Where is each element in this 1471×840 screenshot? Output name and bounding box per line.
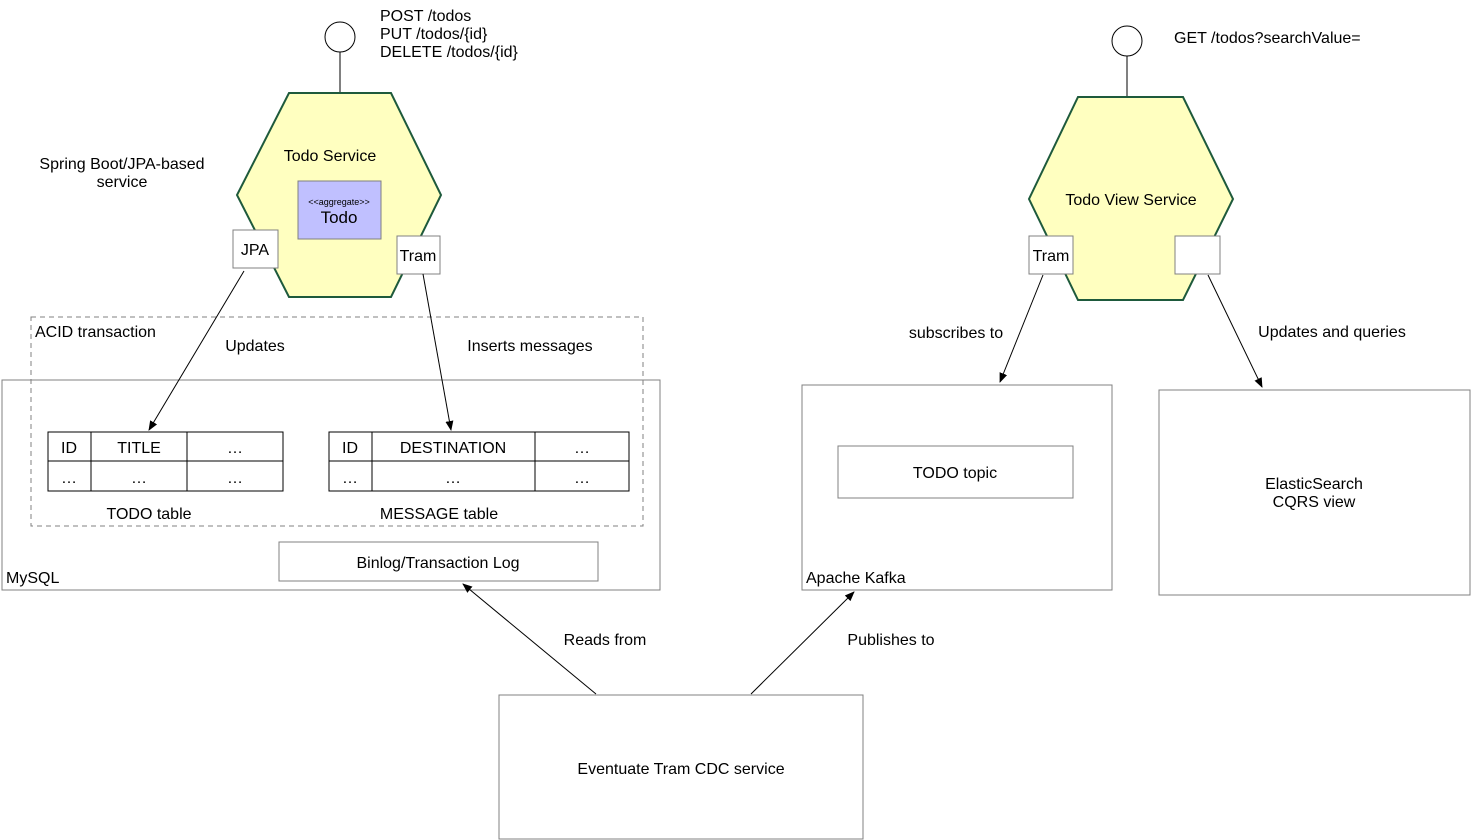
reads-from-arrow [462,583,597,695]
todo-service-endpoint-delete: DELETE /todos/{id} [380,44,519,61]
acid-transaction-boundary [30,316,644,527]
tram-port-label: Tram [400,248,437,265]
reads-from-label: Reads from [564,632,647,649]
cdc-service: Eventuate Tram CDC service [498,694,864,840]
todo-aggregate-stereotype: <<aggregate>> [308,197,370,207]
mysql: MySQL ACID transaction Updates Inserts m… [1,316,661,591]
elasticsearch: ElasticSearch CQRS view [1158,389,1471,596]
todo-table-caption: TODO table [106,506,191,523]
todo-table: ID TITLE … … … … [47,431,284,492]
updates-label: Updates [225,338,285,355]
jpa-updates-arrow [148,270,245,431]
message-table-cell: … [342,470,358,487]
subscribes-to-label: subscribes to [909,325,1003,342]
todo-view-service: GET /todos?searchValue= Todo View Servic… [1027,25,1361,301]
message-table: ID DESTINATION … … … … [328,431,630,492]
publishes-to-arrow [750,591,855,695]
tram-inserts-arrow [422,273,454,431]
inserts-messages-label: Inserts messages [467,338,592,355]
elasticsearch-box [1158,389,1471,596]
view-elastic-port [1174,235,1221,275]
publishes-to-label: Publishes to [847,632,934,649]
todo-service-description-line2: service [97,174,148,191]
todo-table-cell: … [61,470,77,487]
binlog-box [278,541,599,582]
todo-view-endpoint-get: GET /todos?searchValue= [1174,30,1361,47]
jpa-port-label: JPA [241,242,269,259]
todo-aggregate-box [297,180,382,240]
acid-transaction-label: ACID transaction [35,324,156,341]
todo-view-endpoint-icon [1111,25,1143,57]
todo-service-description-line1: Spring Boot/JPA-based [39,156,204,173]
todo-service-endpoint-put: PUT /todos/{id} [380,26,488,43]
mysql-label: MySQL [6,570,59,587]
message-table-caption: MESSAGE table [380,506,498,523]
message-table-cell: … [574,470,590,487]
kafka-label: Apache Kafka [806,570,906,587]
cdc-service-label: Eventuate Tram CDC service [577,761,784,778]
message-table-cell: … [445,470,461,487]
message-table-header-destination: DESTINATION [400,440,506,457]
jpa-port [232,229,279,269]
subscribes-arrow [999,274,1044,383]
view-tram-port-label: Tram [1033,248,1070,265]
mysql-box [1,379,661,591]
todo-topic-label: TODO topic [913,465,997,482]
todo-service-title: Todo Service [284,148,377,165]
cdc-service-box [498,694,864,840]
todo-service-endpoint-post: POST /todos [380,8,471,25]
updates-queries-arrow [1207,274,1263,388]
todo-table-header-id: ID [61,440,77,457]
view-tram-port [1028,235,1074,275]
todo-service: POST /todos PUT /todos/{id} DELETE /todo… [39,8,519,298]
updates-and-queries-label: Updates and queries [1258,324,1406,341]
todo-table-header-more: … [227,440,243,457]
todo-aggregate-name: Todo [321,208,358,227]
tram-port [396,235,441,275]
todo-service-endpoint-icon [324,21,356,53]
message-table-header-id: ID [342,440,358,457]
binlog-label: Binlog/Transaction Log [356,555,519,572]
todo-table-header-title: TITLE [117,440,161,457]
elasticsearch-label-line1: ElasticSearch [1265,476,1363,493]
todo-table-cell: … [227,470,243,487]
elasticsearch-label-line2: CQRS view [1273,494,1356,511]
message-table-header-more: … [574,440,590,457]
todo-table-cell: … [131,470,147,487]
todo-topic-box [837,445,1074,499]
todo-view-service-title: Todo View Service [1065,192,1196,209]
kafka: Apache Kafka TODO topic [801,384,1113,591]
